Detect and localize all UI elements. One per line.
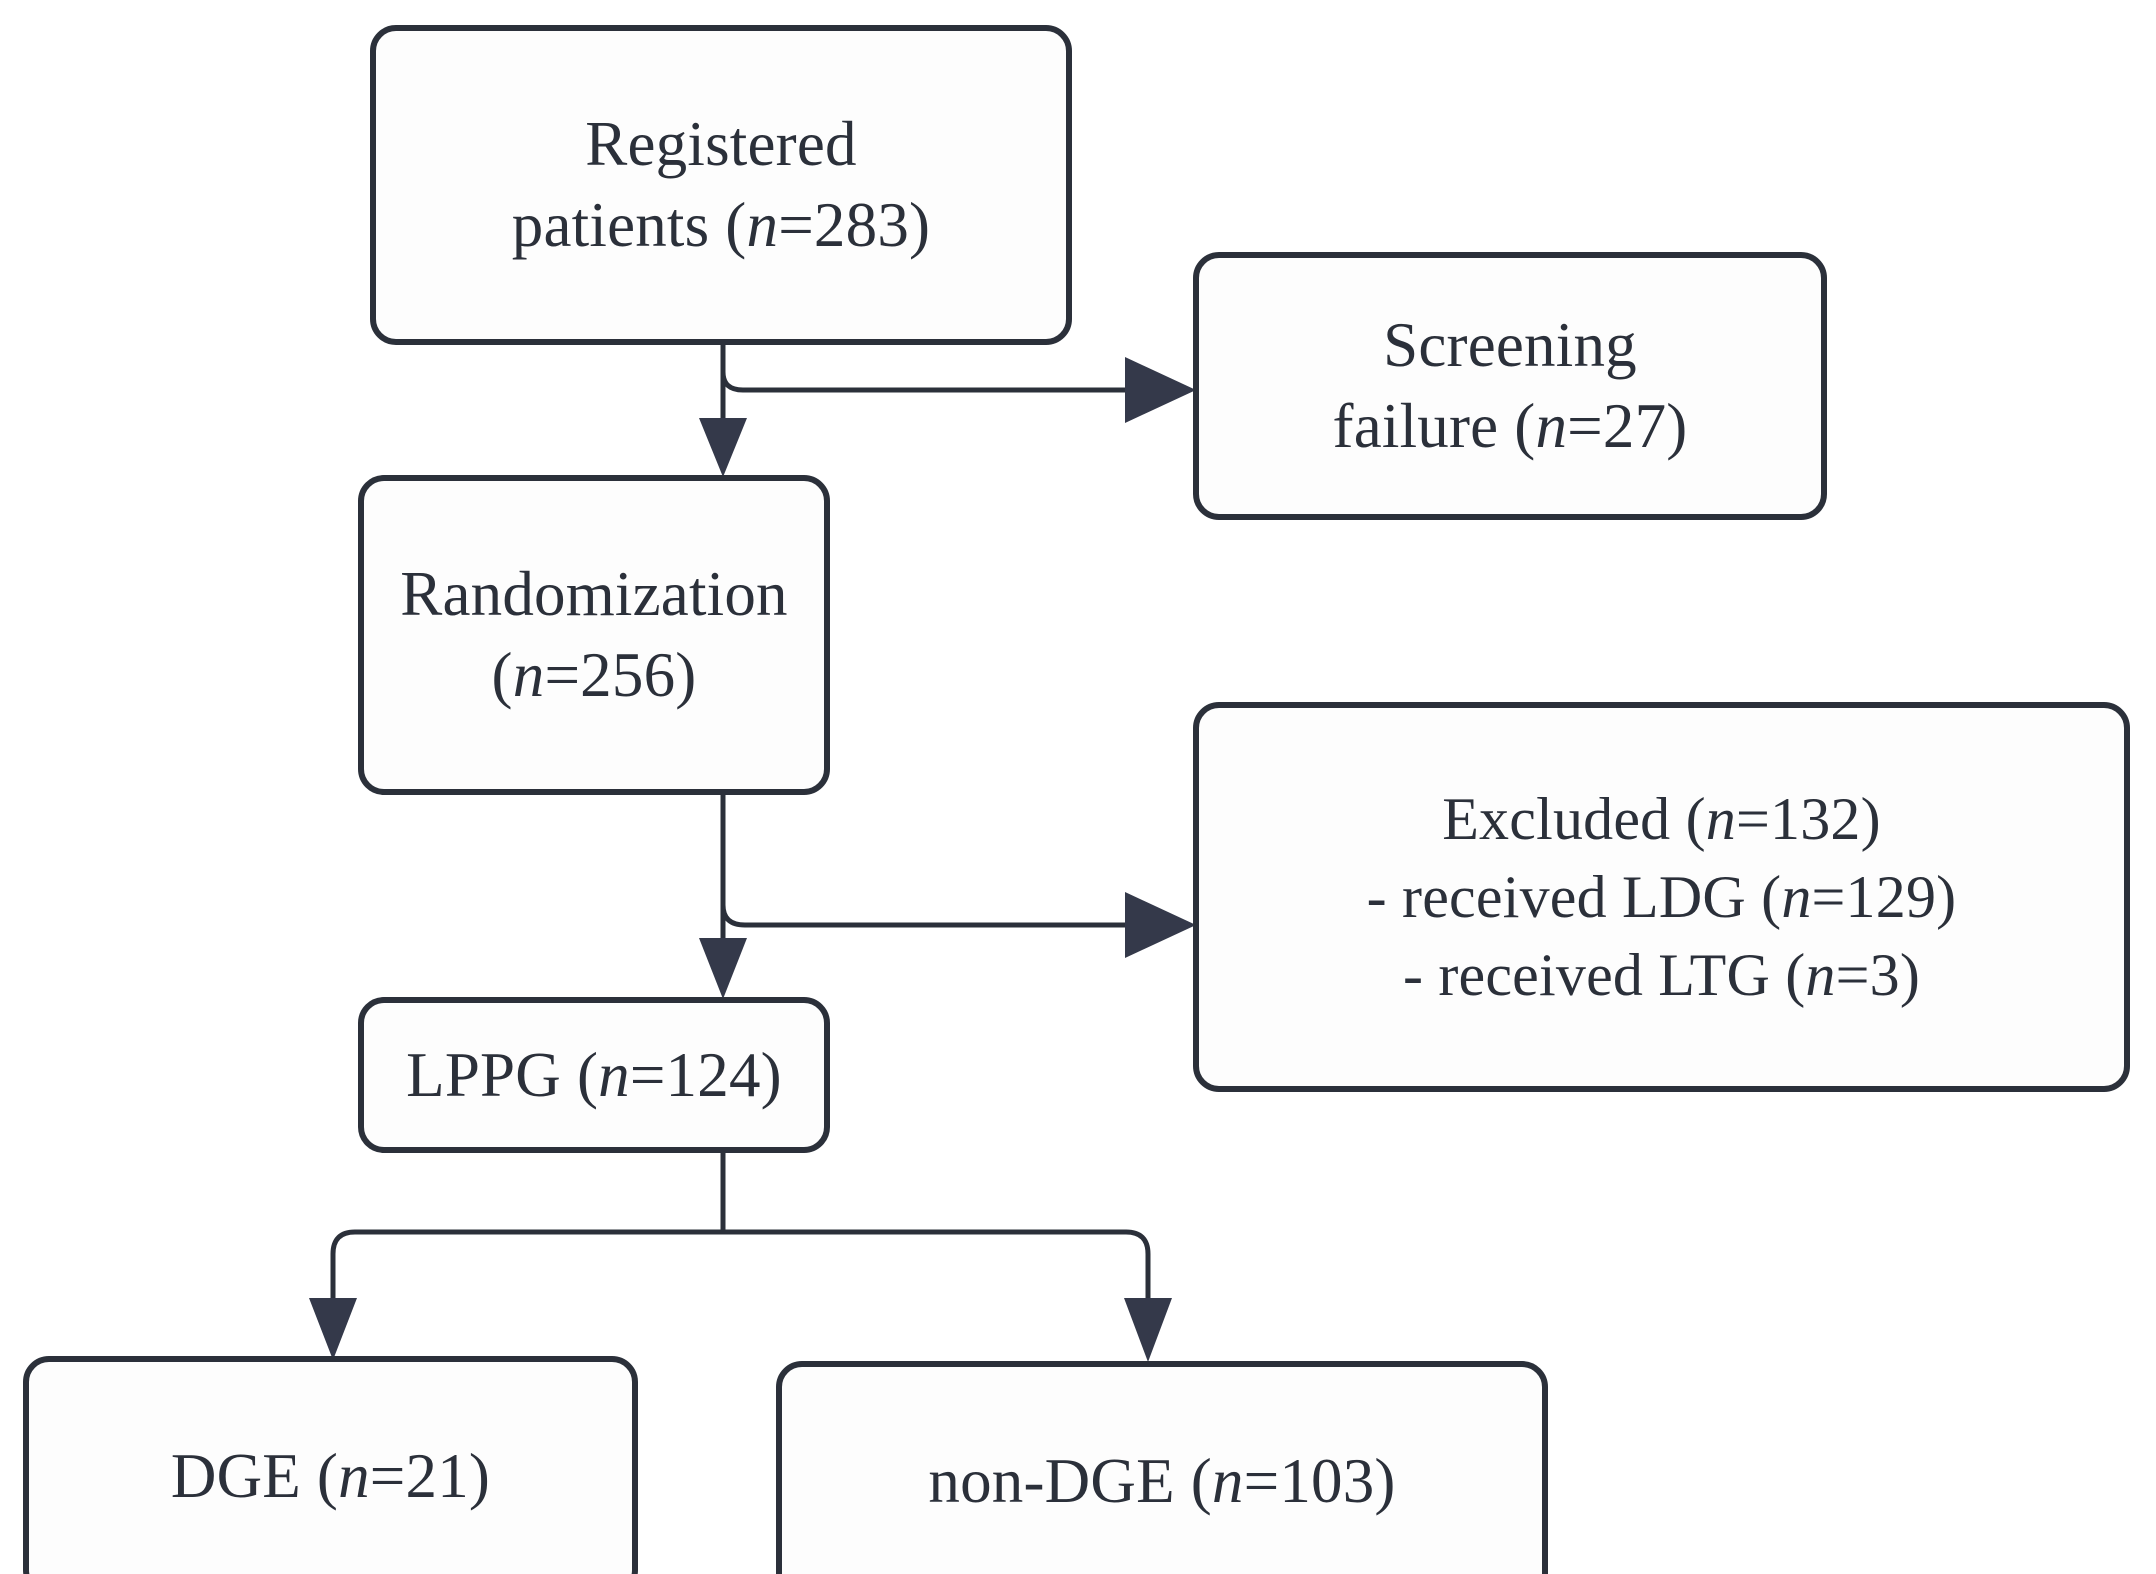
- n-symbol: n: [338, 1440, 370, 1511]
- lppg-label: LPPG (n=124): [406, 1039, 782, 1110]
- edge-registered-to-randomization: [699, 345, 747, 477]
- excluded-line-ltg: - received LTG (n=3): [1402, 942, 1921, 1008]
- excluded-lines: Excluded (n=132) - received LDG (n=129) …: [1367, 780, 1957, 1014]
- lppg-box: LPPG (n=124): [358, 997, 830, 1153]
- dge-box: DGE (n=21): [23, 1356, 638, 1574]
- dge-label: DGE (n=21): [170, 1440, 491, 1511]
- randomization-line-1: Randomization: [400, 559, 788, 630]
- edge-registered-to-screening: [720, 348, 1196, 423]
- non-dge-label: non-DGE (n=103): [928, 1445, 1396, 1516]
- edge-randomization-to-excluded: [720, 798, 1196, 958]
- n-symbol: n: [1781, 864, 1812, 930]
- registered-patients-line-2: patients (n=283): [511, 190, 931, 260]
- screening-failure-box: Screening failure (n=27): [1193, 252, 1827, 520]
- n-symbol: n: [1211, 1445, 1244, 1516]
- registered-patients-box: Registered patients (n=283): [370, 25, 1072, 345]
- n-symbol: n: [1705, 786, 1736, 852]
- randomization-line-2: (n=256): [491, 640, 697, 710]
- n-symbol: n: [1805, 942, 1836, 1008]
- n-symbol: n: [746, 190, 779, 260]
- n-symbol: n: [512, 640, 545, 710]
- excluded-line-ldg: - received LDG (n=129): [1366, 864, 1957, 930]
- registered-patients-line-1: Registered: [585, 109, 857, 180]
- edge-randomization-to-lppg: [699, 795, 747, 999]
- excluded-line-total: Excluded (n=132): [1442, 786, 1881, 852]
- edge-lppg-split: [309, 1153, 1172, 1362]
- n-symbol: n: [1535, 391, 1568, 461]
- n-symbol: n: [598, 1039, 630, 1110]
- randomization-box: Randomization (n=256): [358, 475, 830, 795]
- screening-failure-line-2: failure (n=27): [1332, 391, 1688, 461]
- excluded-box: Excluded (n=132) - received LDG (n=129) …: [1193, 702, 2130, 1092]
- non-dge-box: non-DGE (n=103): [776, 1361, 1548, 1574]
- screening-failure-line-1: Screening: [1383, 310, 1637, 381]
